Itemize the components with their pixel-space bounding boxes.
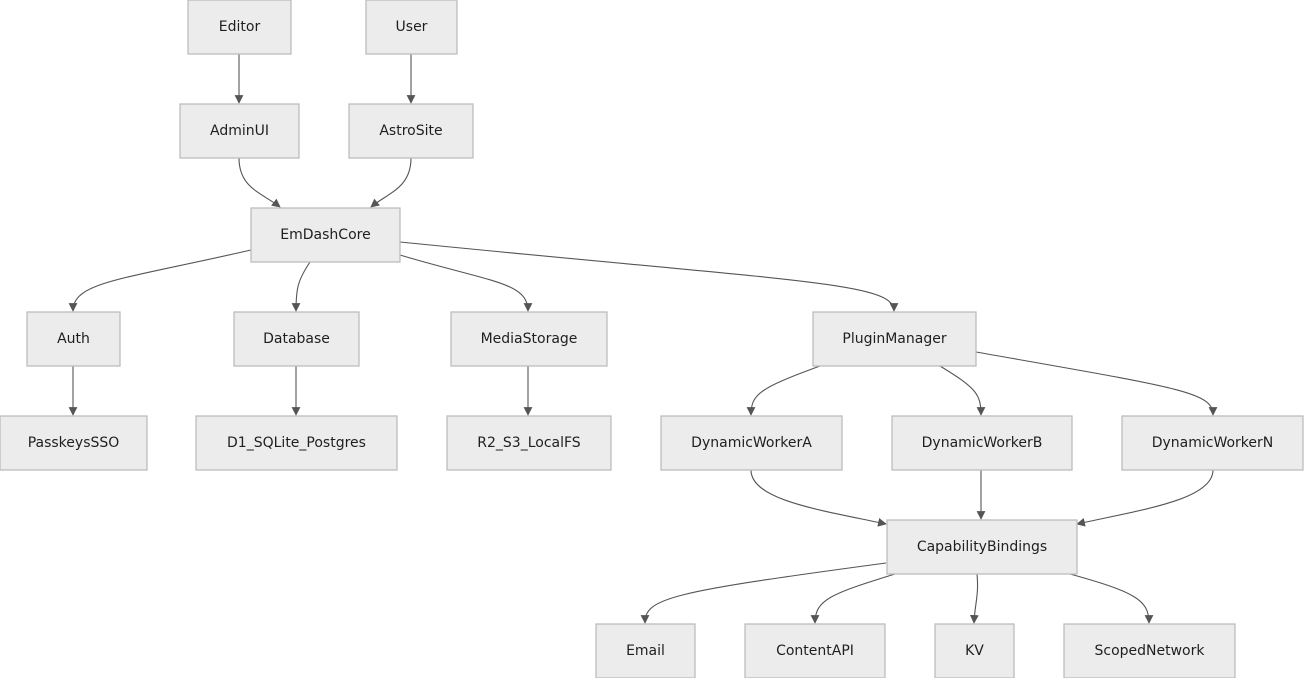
node-label: Database (263, 331, 330, 347)
node-r2s3localfs[interactable]: R2_S3_LocalFS (446, 415, 612, 471)
edge-dynamicworkera-to-capabilitybindings (750, 469, 887, 527)
node-emdashcore[interactable]: EmDashCore (250, 207, 401, 263)
node-astrosite[interactable]: AstroSite (348, 103, 474, 159)
edge-adminui-to-emdashcore (238, 157, 281, 208)
node-label: CapabilityBindings (917, 539, 1047, 555)
node-user[interactable]: User (365, 0, 458, 55)
edge-capabilitybindings-to-contentapi (810, 573, 896, 624)
node-database[interactable]: Database (233, 311, 360, 367)
node-label: AstroSite (379, 123, 442, 139)
node-dynamicworkern[interactable]: DynamicWorkerN (1121, 415, 1304, 471)
node-label: ScopedNetwork (1095, 643, 1206, 659)
node-label: DynamicWorkerB (922, 435, 1043, 451)
edge-emdashcore-to-auth (68, 249, 252, 312)
node-label: Editor (219, 19, 261, 35)
edge-emdashcore-to-mediastorage (399, 254, 533, 312)
edge-capabilitybindings-to-email (640, 562, 887, 624)
edge-capabilitybindings-to-scopednetwork (1069, 573, 1154, 624)
node-email[interactable]: Email (595, 623, 696, 678)
node-contentapi[interactable]: ContentAPI (744, 623, 886, 678)
node-mediastorage[interactable]: MediaStorage (450, 311, 608, 367)
node-label: DynamicWorkerA (691, 435, 812, 451)
node-label: PluginManager (842, 331, 946, 347)
edge-pluginmanager-to-dynamicworkerb (939, 365, 986, 416)
node-label: MediaStorage (481, 331, 578, 347)
node-pluginmanager[interactable]: PluginManager (812, 311, 977, 367)
node-capabilitybindings[interactable]: CapabilityBindings (886, 519, 1078, 575)
node-auth[interactable]: Auth (26, 311, 121, 367)
node-editor[interactable]: Editor (187, 0, 292, 55)
node-label: Auth (57, 331, 90, 347)
edge-emdashcore-to-database (291, 261, 311, 312)
edge-pluginmanager-to-dynamicworkera (746, 365, 821, 416)
edge-astrosite-to-emdashcore (370, 157, 412, 208)
node-label: ContentAPI (776, 643, 854, 659)
edge-pluginmanager-to-dynamicworkern (975, 351, 1218, 416)
node-dynamicworkerb[interactable]: DynamicWorkerB (891, 415, 1073, 471)
node-label: PasskeysSSO (28, 435, 120, 451)
node-label: EmDashCore (280, 227, 370, 243)
edge-dynamicworkern-to-capabilitybindings (1076, 469, 1214, 527)
node-kv[interactable]: KV (934, 623, 1015, 678)
node-label: D1_SQLite_Postgres (227, 435, 366, 451)
node-label: User (396, 19, 428, 35)
node-label: R2_S3_LocalFS (477, 435, 581, 451)
node-passkeyssso[interactable]: PasskeysSSO (0, 415, 148, 471)
edge-emdashcore-to-pluginmanager (399, 241, 899, 312)
node-scopednetwork[interactable]: ScopedNetwork (1063, 623, 1236, 678)
node-dynamicworkera[interactable]: DynamicWorkerA (660, 415, 843, 471)
node-label: Email (626, 643, 665, 659)
edge-capabilitybindings-to-kv (969, 573, 979, 624)
node-adminui[interactable]: AdminUI (179, 103, 300, 159)
edges-layer (68, 54, 1218, 624)
node-label: DynamicWorkerN (1152, 435, 1274, 451)
node-d1sqlitepostgres[interactable]: D1_SQLite_Postgres (195, 415, 398, 471)
node-label: AdminUI (210, 123, 269, 139)
node-label: KV (965, 643, 984, 659)
